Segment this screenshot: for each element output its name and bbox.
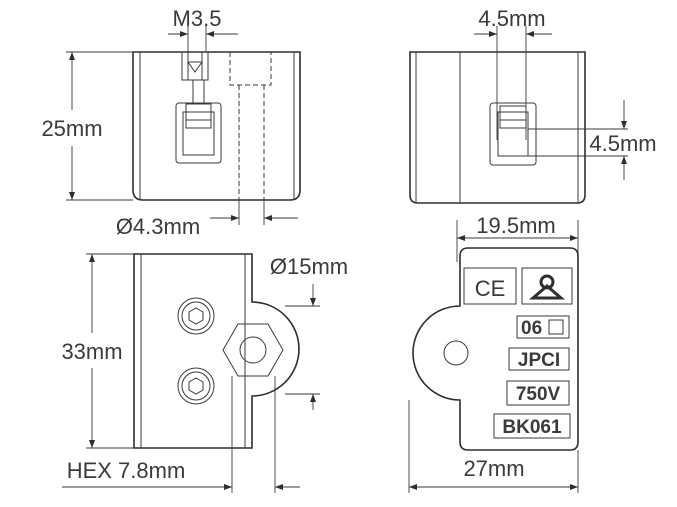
front-view: [66, 26, 301, 225]
dim-boss-label: Ø15mm: [270, 254, 348, 279]
warning-symbol-box: [521, 267, 573, 305]
delta-symbol-icon: [528, 274, 566, 300]
marking-code: 06: [521, 318, 542, 339]
dim-slot-height-label: 4.5mm: [589, 131, 656, 156]
dim-hex-label: HEX 7.8mm: [67, 458, 186, 483]
side-view: [409, 26, 628, 262]
marking-brand: JPCI: [518, 350, 560, 371]
dim-length-label: 33mm: [61, 339, 122, 364]
square-icon: [548, 319, 564, 335]
bottom-view: CE 06 JPCI 750V BK061: [408, 247, 579, 493]
dim-width-label: 19.5mm: [476, 213, 555, 238]
ce-mark: CE: [475, 276, 506, 301]
top-view: [62, 253, 320, 493]
dim-hole-label: Ø4.3mm: [116, 214, 200, 239]
dim-slot-width-label: 4.5mm: [478, 6, 545, 31]
dim-height-label: 25mm: [41, 116, 102, 141]
dim-thread-label: M3.5: [173, 6, 222, 31]
marking-voltage: 750V: [516, 384, 561, 405]
dim-overall-label: 27mm: [463, 456, 524, 481]
marking-part-number: BK061: [502, 417, 562, 438]
